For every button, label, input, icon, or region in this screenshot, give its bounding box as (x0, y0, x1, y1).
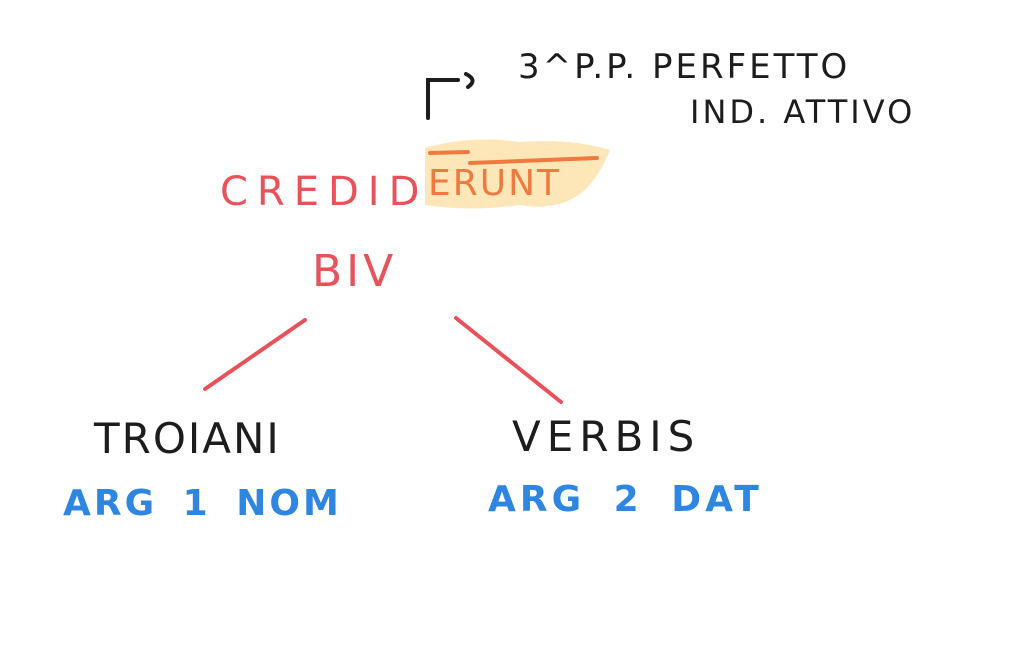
argument-2-word: VERBIS (512, 412, 701, 461)
argument-1-label: ARG 1 NOM (63, 483, 342, 524)
valency-label: BIV (312, 246, 398, 297)
verb-ending: ERUNT (428, 163, 562, 204)
branch-left (203, 318, 307, 391)
annotation-line2: IND. ATTIVO (690, 93, 916, 131)
macron-e (428, 150, 470, 155)
ending-overline (468, 156, 599, 165)
argument-1-word: TROIANI (94, 414, 281, 463)
argument-2-label: ARG 2 DAT (488, 479, 763, 520)
annotation-line1: 3^P.P. PERFETTO (518, 47, 851, 87)
arrow-icon (426, 72, 475, 120)
verb-stem: CREDID (220, 169, 429, 215)
ending-highlight (425, 139, 610, 209)
branch-right (454, 316, 563, 404)
